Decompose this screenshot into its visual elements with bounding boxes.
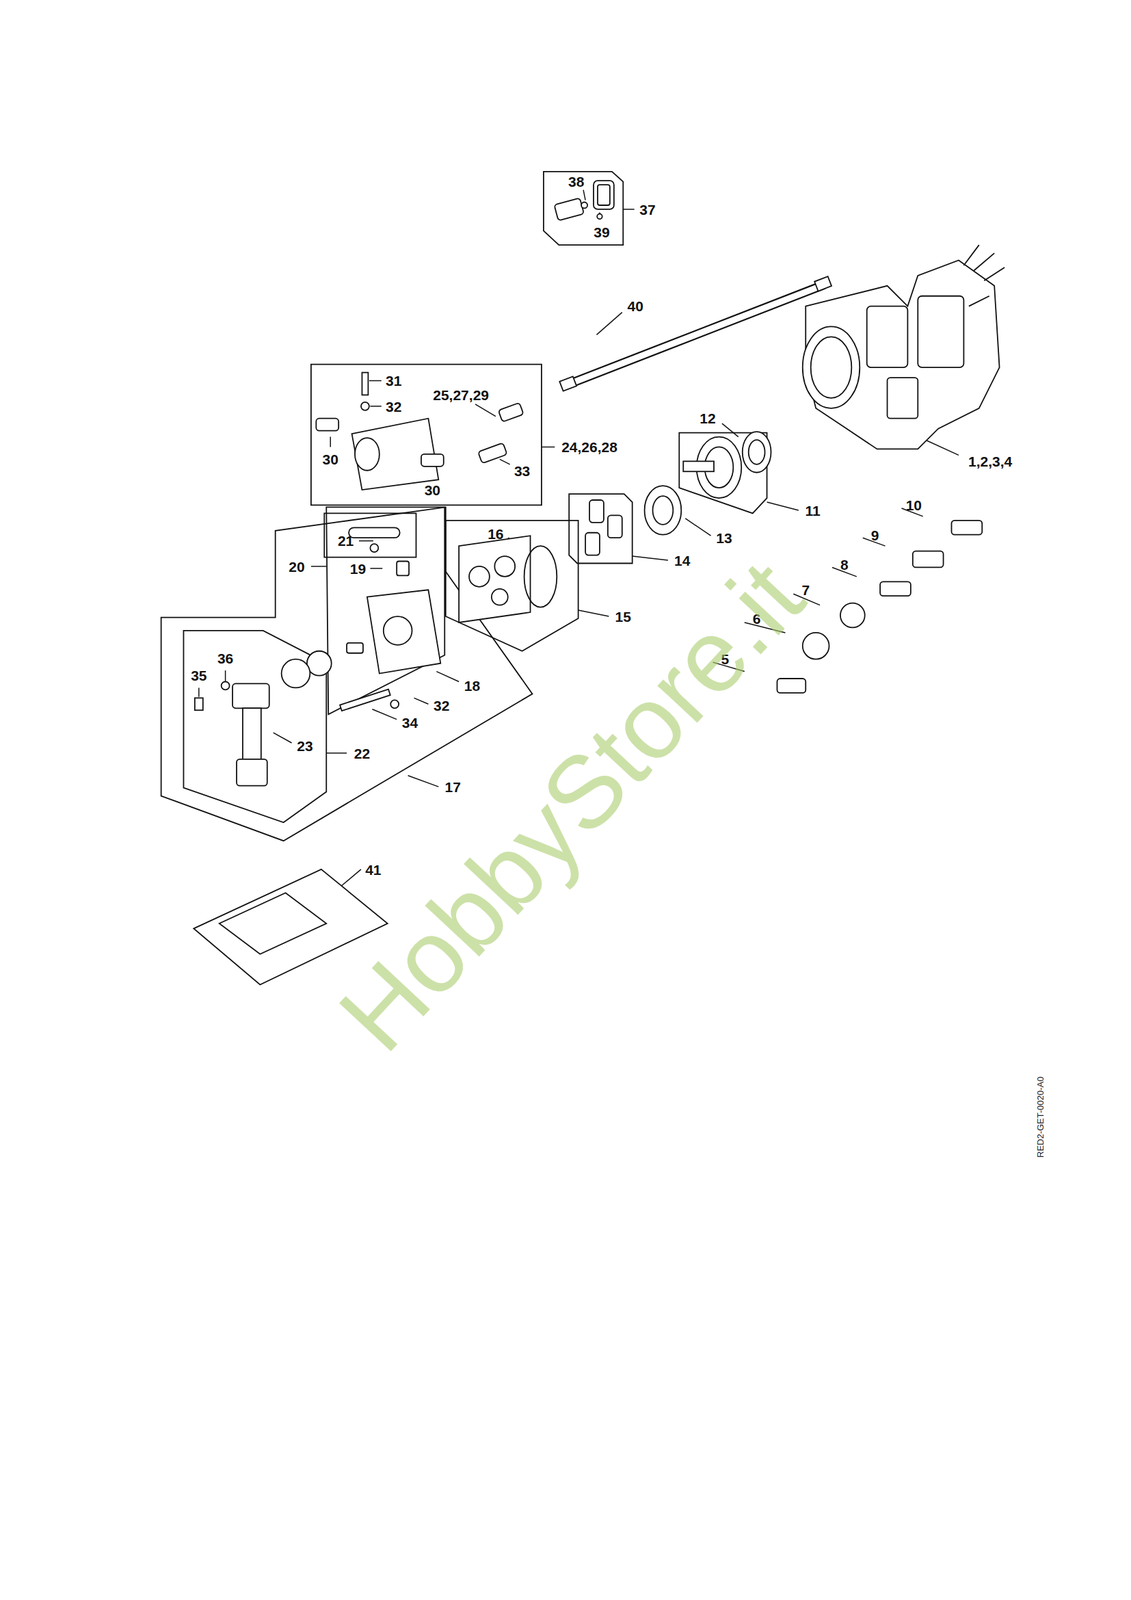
callout-number: 38: [568, 174, 584, 189]
callout-number: 9: [871, 527, 880, 542]
callout-number: 40: [627, 298, 643, 314]
callout-number: 37: [639, 201, 656, 217]
callout-number: 17: [445, 778, 461, 794]
callout-number: 1,2,3,4: [968, 454, 1013, 469]
callout-number: 12: [699, 410, 716, 426]
callout-number: 32: [433, 697, 450, 712]
callout-number: 33: [514, 462, 530, 478]
callout-number: 35: [190, 668, 207, 683]
callout-number: 31: [385, 373, 402, 388]
callout-number: 21: [337, 533, 354, 548]
callout-number: 7: [801, 582, 810, 597]
callout-number: 10: [906, 497, 922, 513]
callout-number: 36: [217, 650, 234, 665]
callout-number: 11: [805, 502, 821, 517]
callout-number: 41: [365, 861, 381, 876]
callout-number: 25,27,29: [432, 387, 489, 403]
callout-number: 34: [402, 714, 418, 729]
callout-number: 30: [424, 482, 441, 497]
part-drawings: [193, 180, 1005, 984]
callout-number: 30: [322, 451, 339, 467]
callout-number: 24,26,28: [561, 439, 618, 455]
callout-number: 18: [464, 678, 481, 693]
callout-number: 8: [840, 556, 849, 571]
callout-number: 16: [487, 526, 504, 541]
callout-number: 23: [296, 738, 313, 753]
callout-number: 20: [288, 558, 305, 574]
callout-number: 15: [615, 608, 632, 623]
drawing-code: RED2-GET-0020-A0: [1035, 1076, 1045, 1158]
callout-number: 39: [593, 224, 610, 239]
callout-number: 19: [350, 560, 366, 576]
callout-number: 32: [385, 398, 402, 414]
callout-number: 22: [354, 745, 370, 760]
callout-number: 14: [674, 552, 690, 567]
callout-number: 13: [715, 529, 732, 545]
